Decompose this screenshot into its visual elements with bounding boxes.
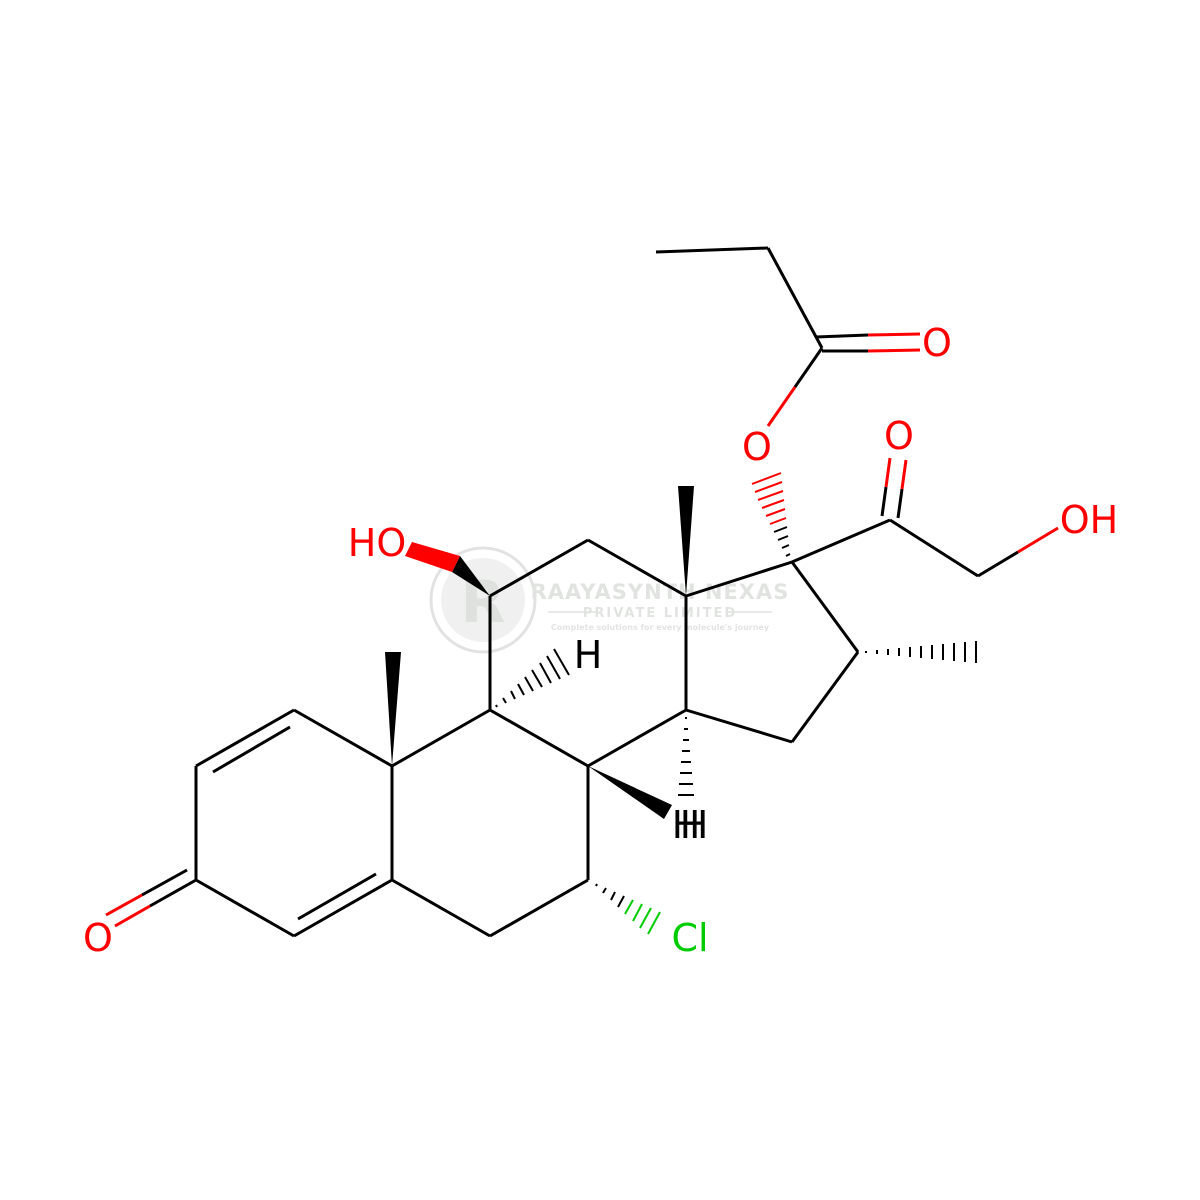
ring-d bbox=[685, 560, 860, 744]
watermark-subtitle: PRIVATE LIMITED bbox=[583, 606, 737, 621]
atom-label-o-ester-carbonyl: O bbox=[922, 321, 952, 365]
atom-label-oh-side-chain: OH bbox=[1060, 498, 1118, 542]
h9-hash-bond bbox=[495, 648, 570, 708]
c13-methyl-wedge bbox=[678, 486, 694, 596]
watermark: R RAAYASYNTH NEXAS PRIVATE LIMITED Compl… bbox=[429, 546, 790, 654]
atom-label-h14: H bbox=[672, 803, 701, 847]
atom-label-h9: H bbox=[574, 633, 603, 677]
ring-b bbox=[391, 708, 590, 938]
watermark-name: RAAYASYNTH NEXAS bbox=[531, 580, 790, 604]
c7-chloro-hash-bond bbox=[595, 883, 661, 935]
atom-label-ho-c11: HO bbox=[348, 521, 406, 565]
c10-methyl-wedge bbox=[385, 652, 401, 766]
ring-a bbox=[194, 708, 394, 938]
ring-c bbox=[488, 538, 688, 768]
atom-label-o-c3: O bbox=[83, 916, 113, 960]
atom-label-o-ester: O bbox=[742, 425, 772, 469]
c3-ketone bbox=[105, 868, 197, 928]
h14-hash-bond bbox=[678, 717, 694, 796]
h8-wedge bbox=[588, 766, 672, 819]
watermark-tagline: Complete solutions for every molecule's … bbox=[551, 623, 770, 632]
c16-methyl-hash-bond bbox=[865, 641, 977, 663]
watermark-logo-icon bbox=[429, 546, 537, 654]
hydroxyacetyl-side-chain bbox=[791, 457, 1059, 578]
c17-ester-hash-bond bbox=[751, 472, 791, 557]
propionate-ester bbox=[655, 246, 921, 427]
atom-label-o-ketone: O bbox=[884, 414, 914, 458]
atom-label-cl-c7: Cl bbox=[671, 916, 708, 960]
atom-label-h8: H bbox=[680, 803, 709, 847]
